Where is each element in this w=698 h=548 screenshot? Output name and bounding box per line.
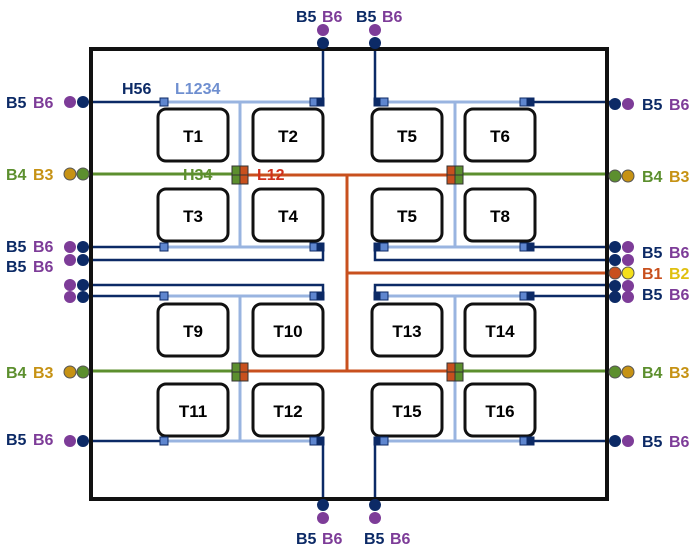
tile-t10 [251,302,325,358]
tile-t5b-label: T5 [397,207,417,226]
bus-label-l12: L12 [257,167,285,184]
tile-t5a [370,107,444,163]
pin-label-left-2-b3: B3 [33,167,54,184]
tile-t3-label: T3 [183,207,203,226]
pin-label-bottom-2-b6: B6 [390,531,411,548]
pin-label-top-2-b6: B6 [382,9,403,26]
tile-t2 [251,107,325,163]
tile-t14-label: T14 [485,322,515,341]
tile-t3 [156,187,230,243]
tile-t9-label: T9 [183,322,203,341]
hub-blocks [231,165,464,382]
pin-label-left-4-b6: B6 [33,259,54,276]
tile-t11 [156,382,230,438]
pin-label-top-1-b6: B6 [322,9,343,26]
pin-label-right-6-b4: B4 [642,365,663,382]
bus-label-h34: H34 [183,167,212,184]
pin-label-left-5-b3: B3 [33,365,54,382]
tile-t11-label: T11 [179,402,207,421]
pin-label-bottom-1-b6: B6 [322,531,343,548]
pin-label-right-1-b5: B5 [642,97,663,114]
tile-t12 [251,382,325,438]
pin-label-left-2-b4: B4 [6,167,27,184]
tile-t13-label: T13 [392,322,421,341]
tile-t1 [156,107,230,163]
tile-t4 [251,187,325,243]
hub-bottom-left [231,362,249,382]
pin-label-left-6-b5: B5 [6,432,27,449]
pin-label-bottom-1-b5: B5 [296,531,317,548]
pin-label-right-4-b1: B1 [642,266,663,283]
tile-t9 [156,302,230,358]
pin-label-right-2-b4: B4 [642,169,663,186]
tile-t8-label: T8 [490,207,510,226]
pin-label-right-3-b5: B5 [642,245,663,262]
tile-t10-label: T10 [273,322,302,341]
pin-label-right-2-b3: B3 [669,169,690,186]
hub-bottom-right [446,362,464,382]
pin-label-right-5-b6: B6 [669,287,690,304]
tile-t6-label: T6 [490,127,510,146]
pin-label-right-7-b6: B6 [669,434,690,451]
pin-label-left-3-b5: B5 [6,239,27,256]
bus-label-l1234: L1234 [175,81,220,98]
pin-label-right-6-b3: B3 [669,365,690,382]
pin-label-left-4-b5: B5 [6,259,27,276]
pin-label-left-1-b6: B6 [33,95,54,112]
pin-label-left-3-b6: B6 [33,239,54,256]
tile-t8 [463,187,537,243]
tile-t2-label: T2 [278,127,298,146]
pin-label-top-2-b5: B5 [356,9,377,26]
tile-t16-label: T16 [485,402,514,421]
bus-label-h56: H56 [122,81,151,98]
io-pins [63,24,635,524]
tile-t4-label: T4 [278,207,298,226]
pin-label-left-6-b6: B6 [33,432,54,449]
tile-grid: T1 T2 T5 T6 T3 T4 T5 T8 T9 T10 T13 T14 T… [156,107,537,438]
pin-label-right-4-b2: B2 [669,266,690,283]
pin-label-top-1-b5: B5 [296,9,317,26]
hub-h34-top-left [231,165,249,185]
pin-label-left-1-b5: B5 [6,95,27,112]
pin-label-right-7-b5: B5 [642,434,663,451]
l12-b1-routing [240,173,615,373]
pin-label-bottom-2-b5: B5 [364,531,385,548]
tile-t15-label: T15 [392,402,421,421]
bus-connectors [159,97,535,446]
tile-t15 [370,382,444,438]
pin-label-right-1-b6: B6 [669,97,690,114]
tile-t12-label: T12 [273,402,302,421]
tile-t5b [370,187,444,243]
hub-top-right [446,165,464,185]
pin-label-left-5-b4: B4 [6,365,27,382]
tile-t5a-label: T5 [397,127,417,146]
tile-t14 [463,302,537,358]
tile-t16 [463,382,537,438]
tile-t1-label: T1 [183,127,203,146]
tile-t13 [370,302,444,358]
b4-b3-routing [83,172,615,373]
chip-border [89,47,609,501]
pin-label-right-5-b5: B5 [642,287,663,304]
pin-label-right-3-b6: B6 [669,245,690,262]
tile-t6 [463,107,537,163]
